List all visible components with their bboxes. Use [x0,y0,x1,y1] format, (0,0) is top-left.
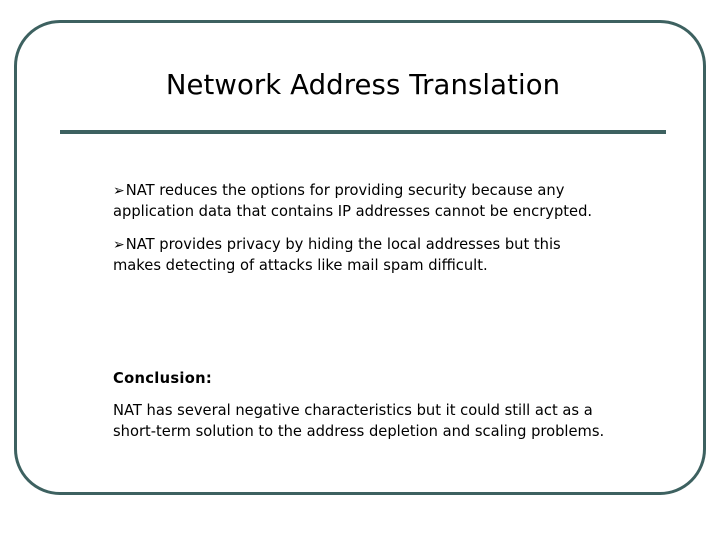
bullet-item: ➢NAT reduces the options for providing s… [113,181,605,222]
conclusion-body-text: NAT has several negative characteristics… [113,402,605,440]
title-divider-rule [60,130,666,134]
bullet-item-text: NAT reduces the options for providing se… [113,182,593,220]
bullet-item-text: NAT provides privacy by hiding the local… [113,236,561,274]
arrowhead-bullet-icon: ➢ [113,183,125,199]
page-title: Network Address Translation [165,69,561,101]
conclusion-heading: Conclusion: [113,370,213,387]
slide-body: ➢NAT reduces the options for providing s… [113,181,605,289]
bullet-item: ➢NAT provides privacy by hiding the loca… [113,235,605,276]
arrowhead-bullet-icon: ➢ [113,237,125,253]
